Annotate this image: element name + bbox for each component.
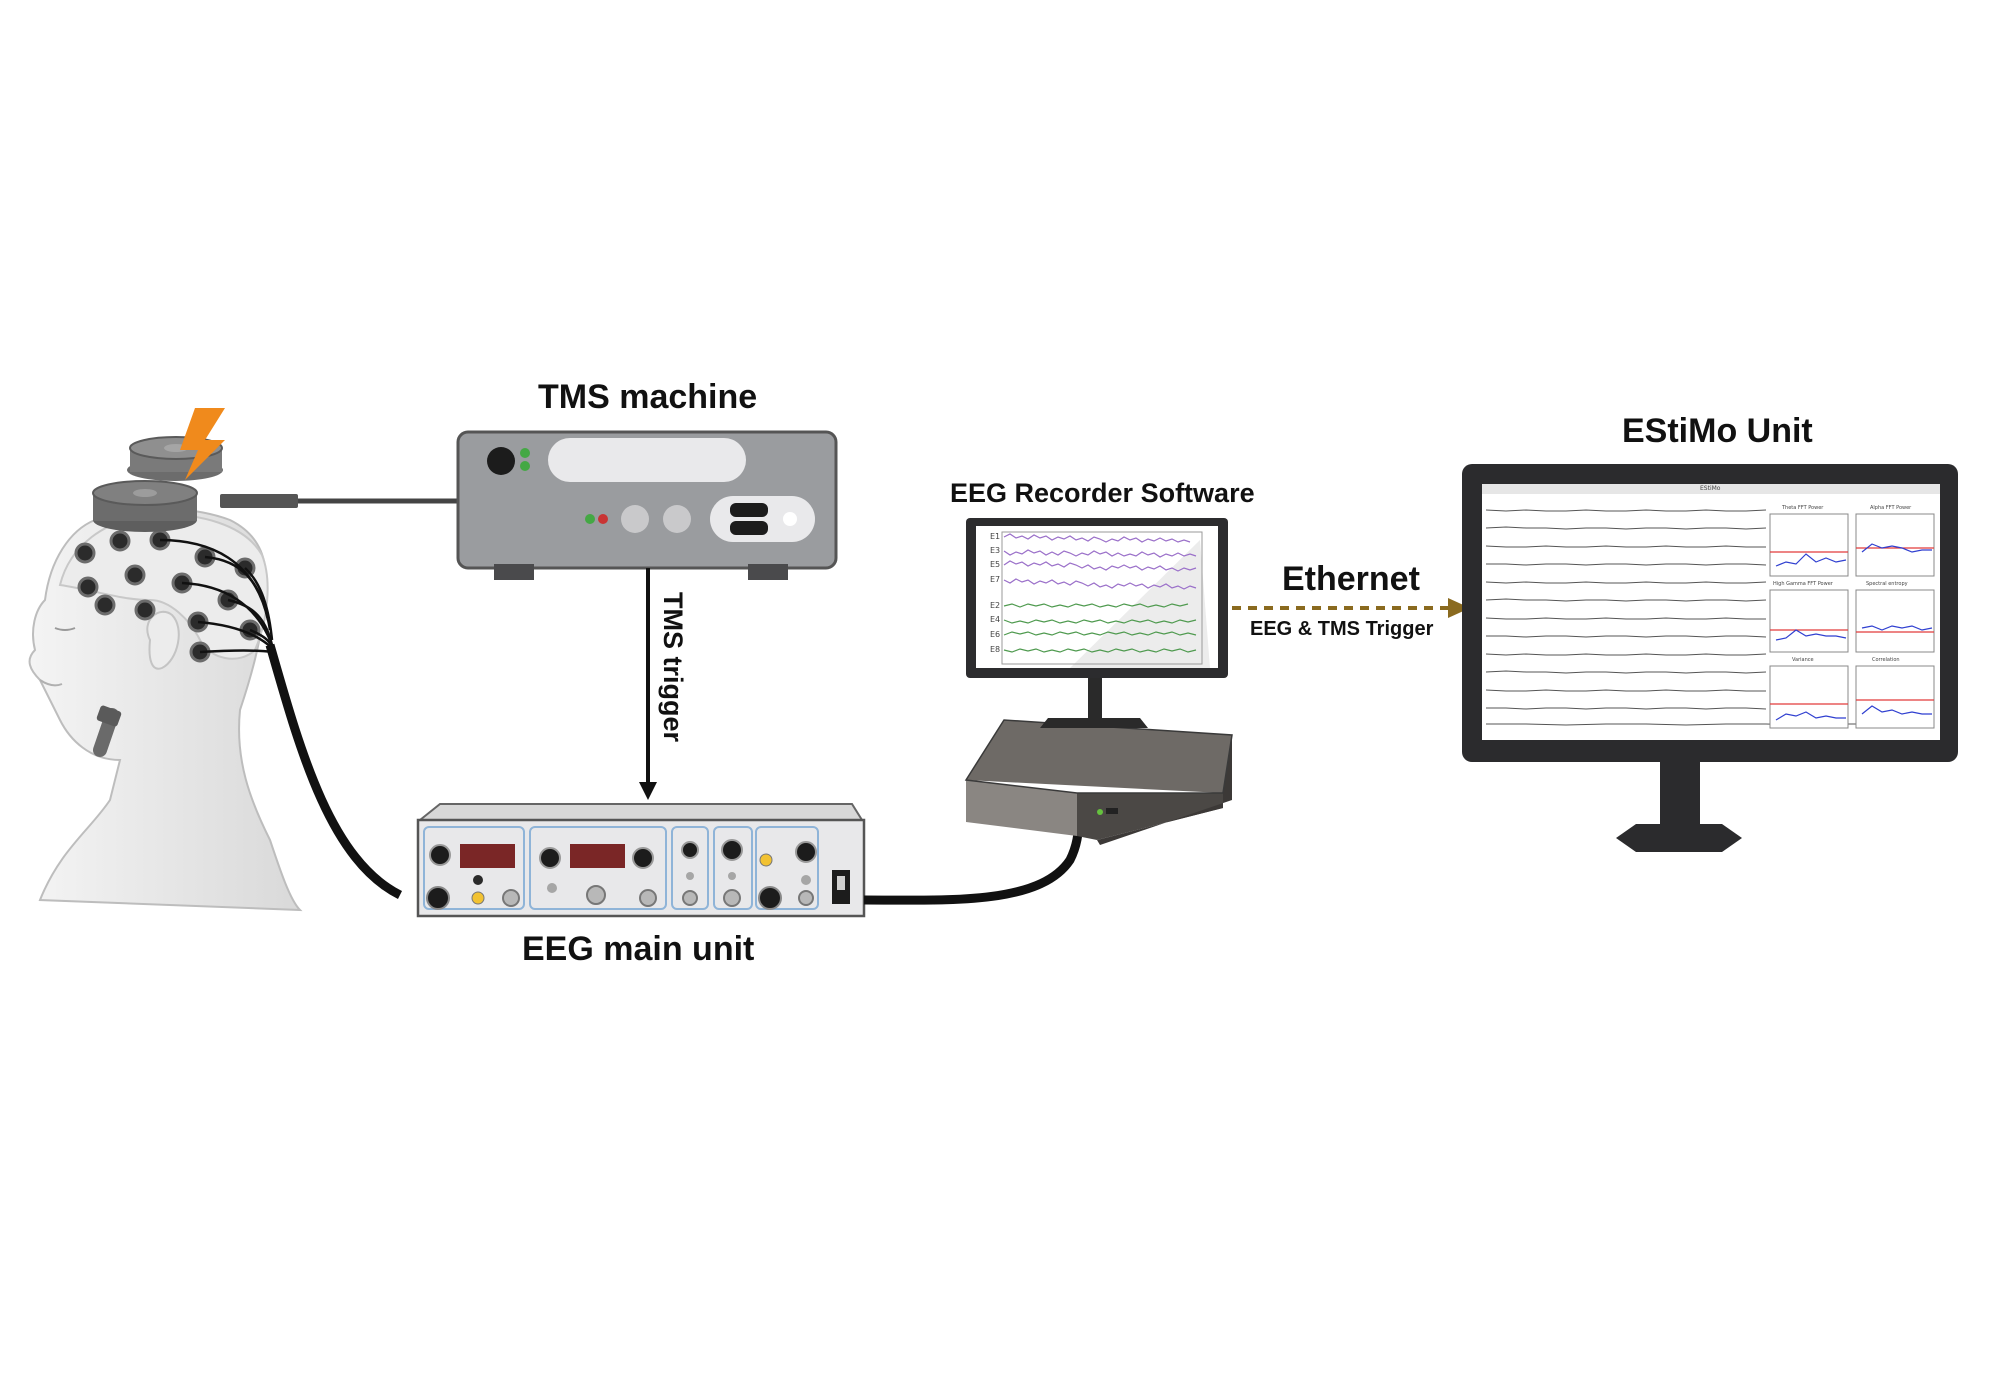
channel-label: E7 — [990, 575, 1001, 584]
estimo-window-title: EStiMo — [1700, 485, 1721, 492]
tms-trigger-arrow — [639, 568, 657, 800]
channel-label: E3 — [990, 546, 1001, 555]
eeg-tms-trigger-label: EEG & TMS Trigger — [1250, 618, 1434, 640]
channel-label: E6 — [990, 630, 1001, 639]
patient-head — [28, 507, 303, 930]
panel-title: Theta FFT Power — [1782, 505, 1824, 511]
panel-title: High Gamma FFT Power — [1773, 581, 1833, 587]
ethernet-arrow — [1232, 598, 1470, 618]
tms-trigger-label: TMS trigger — [658, 592, 688, 743]
channel-label: E2 — [990, 601, 1001, 610]
estimo-plot-panels — [1769, 513, 1935, 729]
eeg-cable-to-main-unit — [265, 643, 403, 900]
panel-title: Variance — [1792, 657, 1814, 663]
eeg-main-unit — [416, 803, 866, 918]
eeg-recorder-software-label: EEG Recorder Software — [950, 478, 1255, 508]
panel-title: Spectral entropy — [1866, 581, 1908, 587]
channel-label: E8 — [990, 645, 1001, 654]
channel-label: E4 — [990, 615, 1001, 624]
eeg-green-traces — [1003, 603, 1197, 653]
tms-machine — [456, 430, 838, 580]
tms-coil-icon — [92, 436, 460, 532]
eeg-purple-traces — [1003, 533, 1197, 590]
lightning-icon — [180, 408, 225, 480]
eeg-recorder-box — [964, 719, 1233, 845]
ethernet-label: Ethernet — [1282, 560, 1420, 598]
channel-label: E5 — [990, 560, 1001, 569]
eeg-recorder-monitor — [966, 518, 1228, 728]
estimo-unit-label: EStiMo Unit — [1622, 412, 1813, 450]
channel-label: E1 — [990, 532, 1001, 541]
tms-machine-label: TMS machine — [538, 378, 758, 416]
panel-title: Correlation — [1872, 657, 1900, 663]
panel-title: Alpha FFT Power — [1870, 505, 1912, 511]
estimo-monitor — [1462, 464, 1958, 852]
electrode-wires — [159, 538, 276, 654]
eeg-main-unit-label: EEG main unit — [522, 930, 755, 968]
